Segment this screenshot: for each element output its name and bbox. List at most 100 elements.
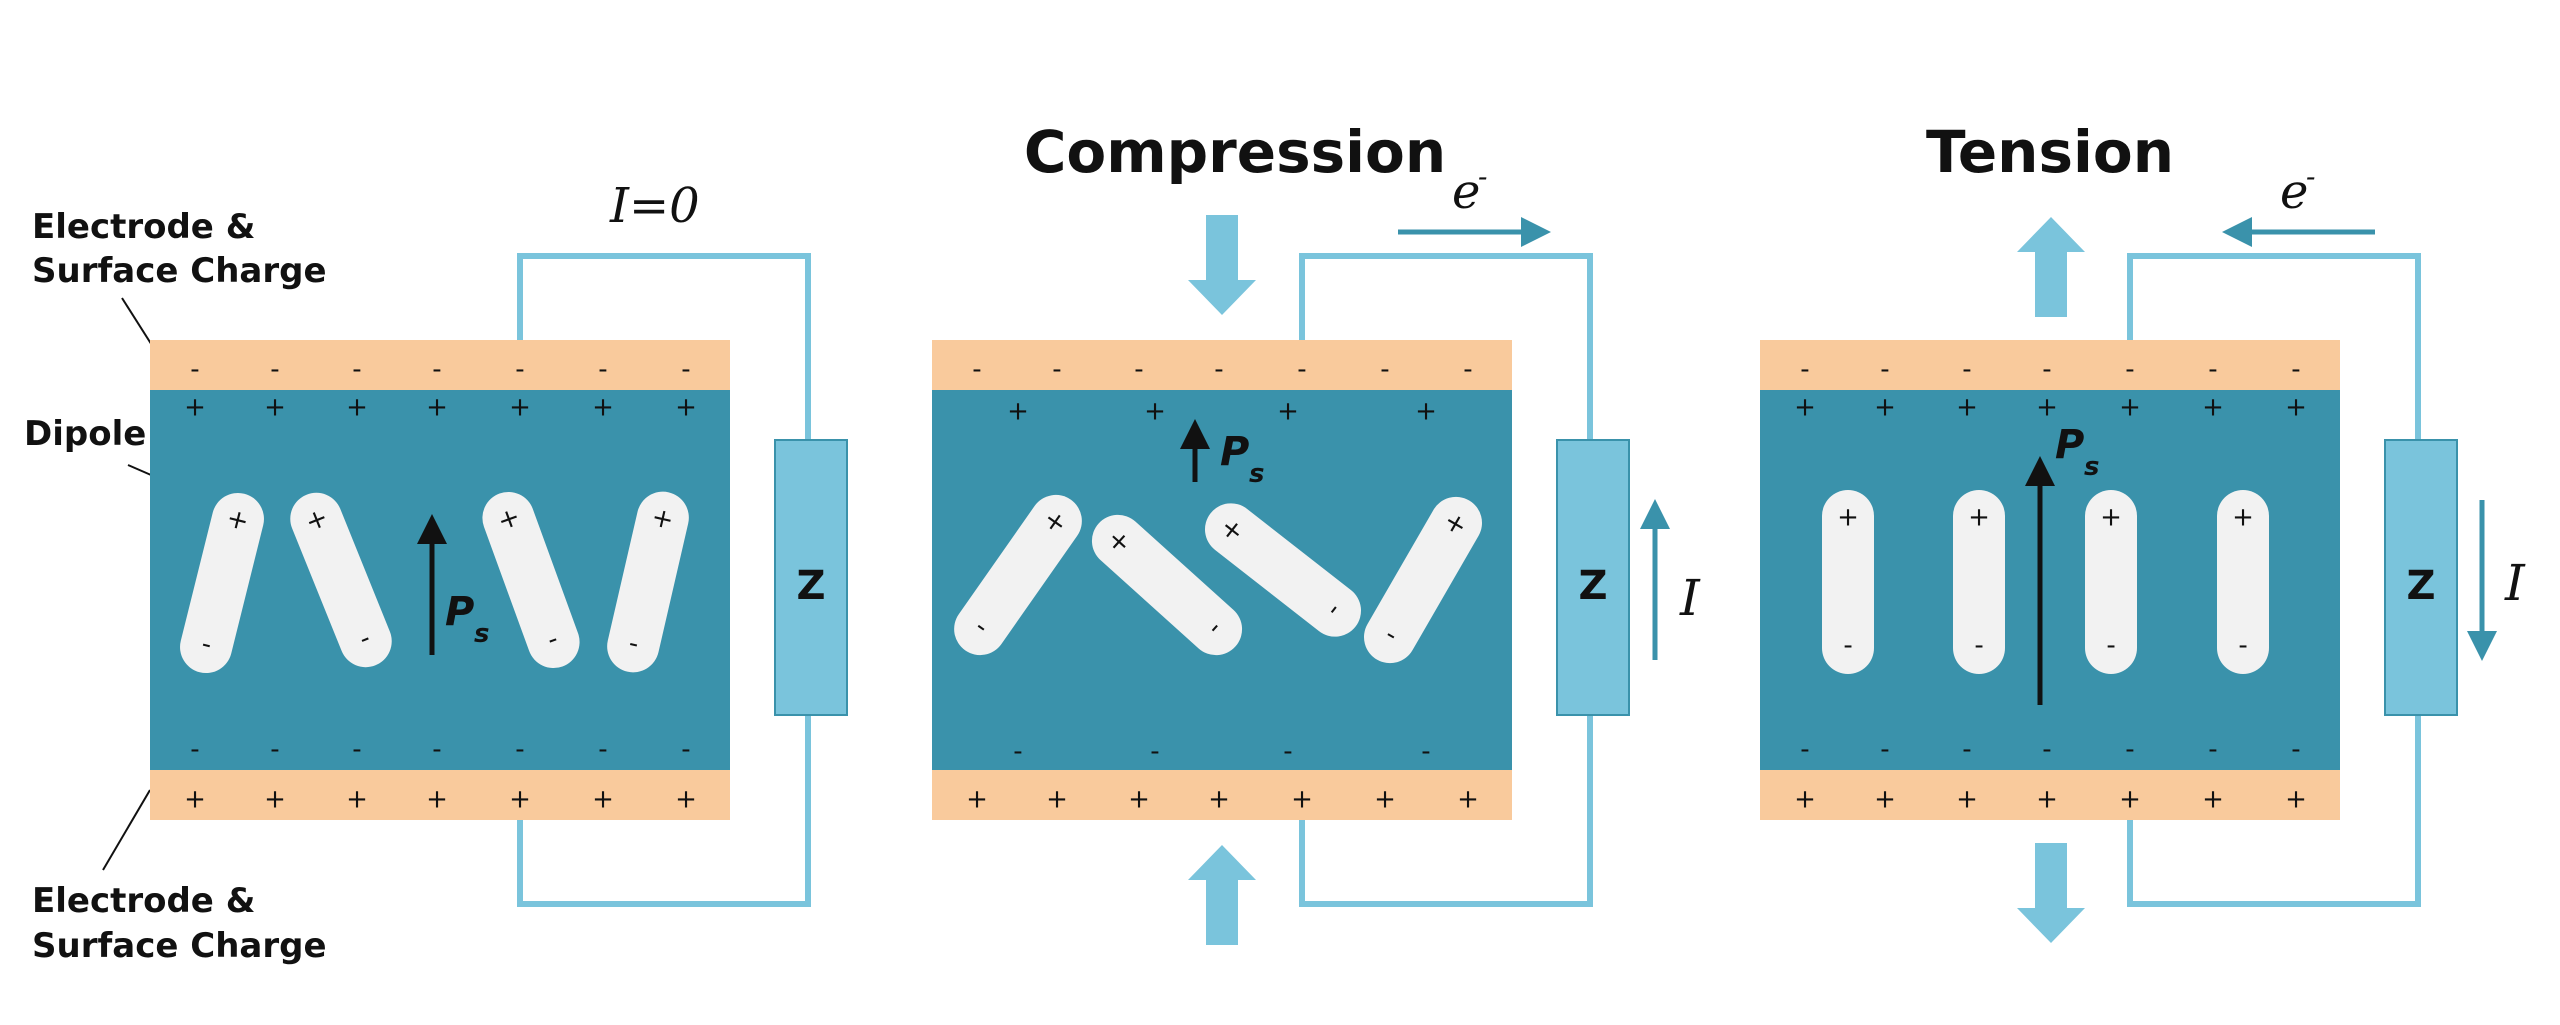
svg-text:+: + [1956,393,1978,423]
bottom-electrode [932,770,1512,820]
svg-text:-: - [1800,355,1809,385]
dipole: + - [482,491,580,669]
svg-text:-: - [2042,735,2051,765]
svg-text:+: + [1837,503,1859,533]
electron-superscript: - [2306,160,2315,193]
svg-text:-: - [681,735,690,765]
electron-label: e [2280,164,2308,220]
dipole: + - [2085,490,2137,674]
svg-text:-: - [2125,735,2134,765]
svg-text:-: - [1800,735,1809,765]
load-impedance [2384,439,2458,716]
dipole: + - [1822,490,1874,674]
wire-bottom [1299,715,1593,907]
svg-text:+: + [2232,503,2254,533]
svg-text:+: + [2202,393,2224,423]
dipole: + - [954,494,1082,656]
dipole: + - [180,492,264,674]
panel-tension: Tension e - Z I - - - - - - - + + + + + [1760,118,2526,943]
dipole: + - [1204,503,1362,637]
svg-text:-: - [1150,737,1159,767]
svg-text:-: - [515,355,524,385]
svg-text:-: - [1380,355,1389,385]
electrode-top-leader [121,297,156,351]
svg-text:+: + [1457,785,1479,815]
svg-text:-: - [1463,355,1472,385]
svg-text:-: - [432,355,441,385]
svg-text:-: - [2238,631,2247,661]
svg-text:-: - [2291,735,2300,765]
svg-text:+: + [509,785,531,815]
svg-text:+: + [264,785,286,815]
force-arrow-down [2017,843,2085,943]
svg-text:+: + [509,393,531,423]
svg-text:-: - [1134,355,1143,385]
svg-text:-: - [1052,355,1061,385]
svg-text:+: + [1874,785,1896,815]
svg-text:-: - [1283,737,1292,767]
polarization-symbol: P [445,589,474,635]
bottom-electrode-charges: + + + + + + + [184,785,697,815]
panel-title: Tension [1926,118,2174,186]
electrode-top-label-line1: Electrode & [32,207,255,247]
force-arrow-up [2017,217,2085,317]
bottom-electrode [1760,770,2340,820]
polarization-subscript: s [2084,452,2099,482]
svg-text:-: - [1962,355,1971,385]
polarization-subscript: s [1249,459,1264,489]
svg-text:+: + [2036,393,2058,423]
svg-text:-: - [270,355,279,385]
wire-bottom [2127,715,2421,907]
wire-top [517,253,811,440]
wire-top [2127,253,2421,440]
crystal-bottom-bound-charges: - - - - [1013,737,1430,767]
crystal-top-bound-charges: + + + + + + + [184,393,697,423]
svg-text:+: + [1291,785,1313,815]
svg-text:-: - [432,735,441,765]
svg-text:+: + [1208,785,1230,815]
panel-compression: Compression e - Z I - - - - - - - + + [932,118,1701,945]
svg-text:+: + [2036,785,2058,815]
bottom-electrode-charges: + + + + + + + [1794,785,2307,815]
load-impedance [1556,439,1630,716]
panel-rest: I=0 Z - - - - - - - + + + + + + + - - - [150,178,848,907]
polarization-subscript: s [474,619,489,649]
svg-text:-: - [1843,631,1852,661]
svg-text:+: + [1144,397,1166,427]
svg-text:-: - [352,355,361,385]
svg-text:+: + [2119,785,2141,815]
svg-text:-: - [190,355,199,385]
svg-text:-: - [1421,737,1430,767]
top-electrode [150,340,730,390]
svg-text:-: - [270,735,279,765]
svg-text:+: + [1046,785,1068,815]
top-electrode-charges: - - - - - - - [1800,355,2300,385]
svg-text:-: - [598,355,607,385]
svg-text:+: + [966,785,988,815]
electrode-top-label-line2: Surface Charge [32,251,327,291]
force-arrow-up [1188,845,1256,945]
force-arrow-down [1188,215,1256,315]
top-electrode-charges: - - - - - - - [190,355,690,385]
polarization-symbol: P [1220,429,1249,475]
svg-text:-: - [352,735,361,765]
svg-text:-: - [2208,355,2217,385]
current-arrow-label: I [1679,569,1701,627]
svg-text:+: + [1374,785,1396,815]
load-label: Z [1578,563,1607,609]
svg-text:+: + [426,785,448,815]
dipole-label: Dipole [24,414,146,454]
svg-text:-: - [515,735,524,765]
svg-text:-: - [2125,355,2134,385]
electron-superscript: - [1478,160,1487,193]
bottom-electrode [150,770,730,820]
electron-label: e [1452,164,1480,220]
polarization-symbol: P [2055,422,2084,468]
svg-text:+: + [2202,785,2224,815]
svg-text:-: - [190,735,199,765]
electrode-bottom-label-line2: Surface Charge [32,926,327,966]
svg-text:+: + [1968,503,1990,533]
current-label: I=0 [609,178,700,234]
svg-text:+: + [1794,393,1816,423]
